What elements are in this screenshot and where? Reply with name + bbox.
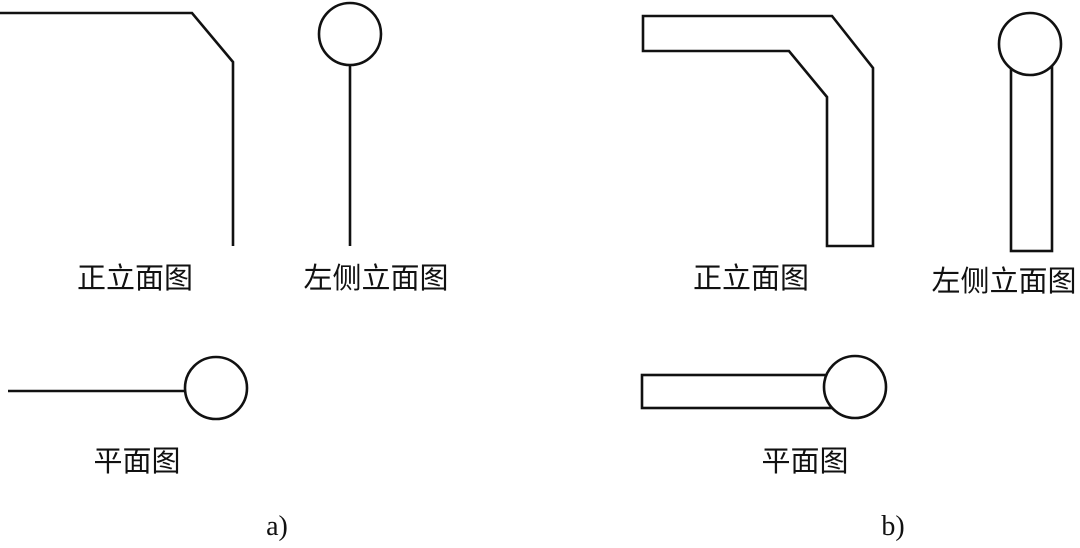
panel-b-plan-view-pipe-end-circle xyxy=(822,354,888,420)
panel-a-side-view-label: 左侧立面图 xyxy=(303,261,448,295)
panel-b: 正立面图 左侧立面图 平面图 b) xyxy=(640,11,1077,542)
panel-a-front-view-label: 正立面图 xyxy=(77,261,193,295)
panel-b-side-view-pipe-body xyxy=(1009,64,1054,253)
panel-b-front-view-pipe-outline xyxy=(641,14,875,248)
panel-b-plan-view-label: 平面图 xyxy=(761,444,848,478)
panel-b-plan-view-pipe-body xyxy=(640,373,835,410)
panel-b-side-view-pipe-end-circle xyxy=(997,11,1063,77)
panel-a-plan-view-pipe-end-circle xyxy=(183,355,249,421)
panel-a: 正立面图 左侧立面图 平面图 a) xyxy=(0,1,449,542)
panel-a-front-view-pipe-line xyxy=(0,11,235,246)
panel-b-caption: b) xyxy=(881,511,904,542)
panel-b-front-view-label: 正立面图 xyxy=(693,261,809,295)
panel-a-plan-view-label: 平面图 xyxy=(93,444,180,478)
panel-a-caption: a) xyxy=(266,511,288,542)
panel-b-side-view-label: 左侧立面图 xyxy=(931,264,1076,298)
panel-a-side-view-pipe-end-circle xyxy=(317,1,383,67)
